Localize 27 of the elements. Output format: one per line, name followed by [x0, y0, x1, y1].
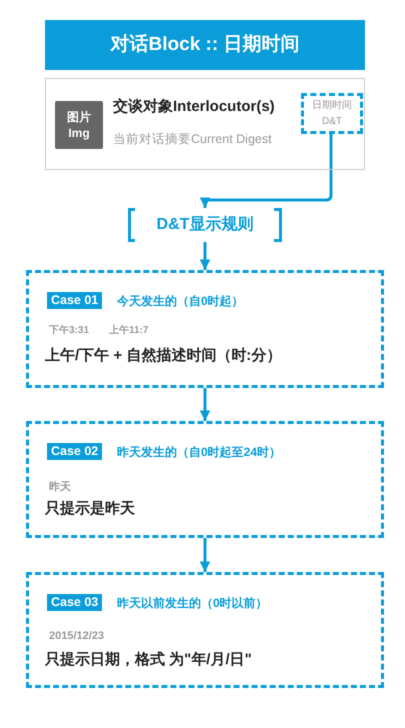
case-tag: Case 02: [47, 443, 102, 460]
case-tag: Case 01: [47, 292, 102, 309]
image-thumbnail: 图片 Img: [55, 101, 103, 149]
card: [45, 78, 365, 170]
case-box: [26, 572, 384, 688]
case-heading: 昨天以前发生的（0时以前）: [117, 595, 268, 612]
description-text: 上午/下午 + 自然描述时间（时:分）: [45, 346, 282, 365]
case-box: [26, 421, 384, 538]
description-text: 只提示是昨天: [45, 499, 135, 518]
description-text: 只提示日期，格式 为"年/月/日": [45, 650, 252, 669]
case-heading: 昨天发生的（自0时起至24时）: [117, 444, 282, 461]
title-banner: 对话Block :: 日期时间: [45, 20, 365, 70]
example-text: 昨天: [49, 480, 71, 494]
example-text: 下午3:31: [49, 324, 90, 337]
case-tag: Case 03: [47, 594, 102, 611]
bracketed-heading: D&T显示规则: [128, 208, 282, 242]
case-heading: 今天发生的（自0时起）: [117, 293, 244, 310]
example-text: 2015/12/23: [49, 630, 104, 642]
case-box: [26, 270, 384, 388]
arrow: [200, 242, 210, 270]
example-text: 上午11:7: [109, 324, 148, 337]
date-time-box: 日期时间 D&T: [301, 93, 363, 134]
arrow: [200, 538, 210, 572]
arrow: [200, 133, 332, 208]
arrow: [200, 388, 210, 421]
heading-text: 交谈对象Interlocutor(s): [113, 97, 275, 116]
subtitle-text: 当前对话摘要Current Digest: [113, 131, 272, 148]
